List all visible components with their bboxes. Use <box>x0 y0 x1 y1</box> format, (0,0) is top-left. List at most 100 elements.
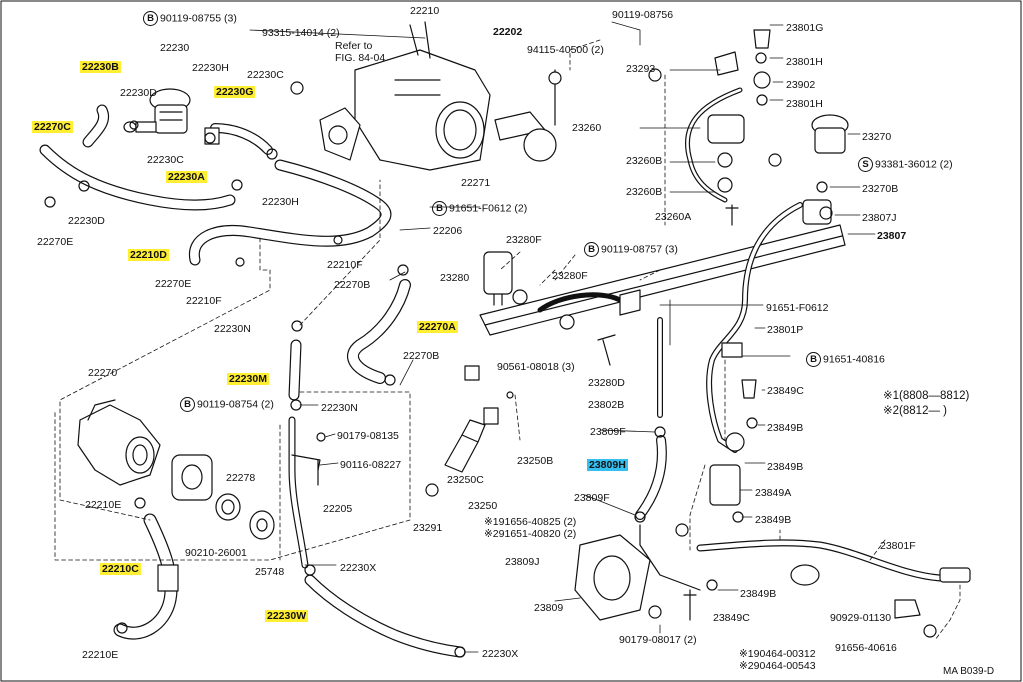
part-label-23270b: 23270B <box>862 183 898 195</box>
part-label-23809f: 23809F <box>574 492 610 504</box>
part-label-90561-08018-3: 90561-08018 (3) <box>497 361 575 373</box>
pipe-23801f <box>696 539 971 619</box>
part-number-text: 22270C <box>32 121 73 133</box>
part-number-text: 23250B <box>517 455 554 467</box>
part-number-text: 23801P <box>767 324 804 336</box>
hose-22210d <box>188 159 392 266</box>
part-number-text: 22230C <box>147 154 184 166</box>
part-label-23849c: 23849C <box>767 385 804 397</box>
pipe-22205 <box>288 416 321 569</box>
hose-22230m <box>288 339 302 401</box>
part-number-text: 23849C <box>713 612 750 624</box>
part-number-text: 23260 <box>572 122 602 134</box>
part-number-text: 90119-08755 (3) <box>160 12 237 25</box>
part-label-22230h: 22230H <box>262 196 299 208</box>
part-label-23801h: 23801H <box>786 98 823 110</box>
part-number-text: 91651-F0612 (2) <box>449 202 528 215</box>
part-number-text: 23260B <box>626 186 663 198</box>
part-label-22230a: 22230A <box>166 171 207 183</box>
part-number-text: 23807 <box>877 230 907 242</box>
part-label-22210f: 22210F <box>327 259 363 271</box>
hose-22230b <box>82 104 109 148</box>
part-number-text: 22270B <box>334 279 371 291</box>
part-number-text: 22230H <box>262 196 299 208</box>
part-number-text: 90116-08227 <box>340 459 402 471</box>
part-number-text: 22205 <box>323 503 353 515</box>
part-label-23849b: 23849B <box>755 514 791 526</box>
symbol-b-mark: B <box>143 11 158 26</box>
part-number-text: 23849B <box>767 422 804 434</box>
part-number-text: 23260A <box>655 211 692 223</box>
part-label-94115-40500-2: 94115-40500 (2) <box>527 44 604 56</box>
part-label-23293: 23293 <box>626 63 655 75</box>
part-number-text: 22230D <box>120 87 157 99</box>
part-number-text: 90119-08756 <box>612 9 674 21</box>
part-label-22230n: 22230N <box>321 402 358 414</box>
part-label-23260b: 23260B <box>626 155 662 167</box>
leader-lines <box>249 21 876 653</box>
part-label-22210c: 22210C <box>100 563 141 575</box>
part-number-text: 22270E <box>37 236 74 248</box>
part-label-22270a: 22270A <box>417 321 458 333</box>
part-label-22205: 22205 <box>323 503 352 515</box>
pressure-regulator-23809 <box>574 524 701 621</box>
part-label-22230d: 22230D <box>120 87 157 99</box>
dashed-reference-lines <box>54 39 961 641</box>
injector-23250 <box>425 391 514 497</box>
part-number-text: 23807J <box>862 212 897 224</box>
part-label-22230b: 22230B <box>80 61 121 73</box>
hose-22270c <box>39 144 236 211</box>
part-number-text: 22210D <box>128 249 169 261</box>
part-number-text: 22230G <box>214 86 256 98</box>
part-label-fig-84-04: FIG. 84-04 <box>335 52 385 64</box>
part-number-text: 22270A <box>417 321 458 333</box>
part-label-23280f: 23280F <box>506 234 542 246</box>
part-label-23270: 23270 <box>862 131 891 143</box>
actuator-22202 <box>494 69 557 162</box>
part-number-text: 22230N <box>321 402 358 414</box>
oring-thermostat-parts <box>215 493 275 540</box>
part-label-90464-00543: ※290464-00543 <box>739 660 816 672</box>
part-label-22230g: 22230G <box>214 86 256 98</box>
legend-mark-2: ※2 <box>883 405 900 417</box>
part-number-text: 23809F <box>590 426 626 438</box>
legend-row-1: ※1(8808—8812) <box>883 390 969 403</box>
figure-code: MA B039-D <box>943 666 995 677</box>
part-label-22230d: 22230D <box>68 215 105 227</box>
part-number-text: 23809F <box>574 492 610 504</box>
legend-mark-1: ※1 <box>883 390 900 402</box>
part-number-text: 90179-08135 <box>337 430 399 442</box>
part-label-22230c: 22230C <box>147 154 184 166</box>
part-label-23801h: 23801H <box>786 56 823 68</box>
part-label-23849c: 23849C <box>713 612 750 624</box>
part-label-23809h: 23809H <box>587 459 628 471</box>
valve-22230 <box>123 88 191 134</box>
part-label-22230m: 22230M <box>227 373 269 385</box>
union-bolts-right <box>706 29 771 591</box>
part-number-text: 22271 <box>461 177 491 189</box>
part-number-text: Refer to <box>335 40 373 52</box>
part-number-text: 23902 <box>786 79 816 91</box>
hose-22270a <box>347 279 411 384</box>
part-number-text: 22210E <box>82 649 119 661</box>
part-number-text: 22270E <box>155 278 192 290</box>
water-outlet-22270 <box>77 399 161 486</box>
part-number-text: 23801H <box>786 98 823 110</box>
part-number-text: 90210-26001 <box>185 547 247 559</box>
part-number-text: 94115-40500 (2) <box>527 44 604 56</box>
part-label-23260b: 23260B <box>626 186 662 198</box>
part-number-text: 23280D <box>588 377 625 389</box>
part-label-23250b: 23250B <box>517 455 553 467</box>
part-number-text: 23849B <box>767 461 804 473</box>
legend-range-2: (8812— ) <box>899 405 947 417</box>
part-number-text: 22270B <box>403 350 440 362</box>
part-label-22278: 22278 <box>226 472 255 484</box>
part-label-90116-08227: 90116-08227 <box>340 459 401 471</box>
part-label-23801f: 23801F <box>880 540 916 552</box>
part-number-text: 23801F <box>880 540 916 552</box>
part-number-text: 23293 <box>626 63 656 75</box>
part-label-90179-08017-2: 90179-08017 (2) <box>619 634 697 646</box>
